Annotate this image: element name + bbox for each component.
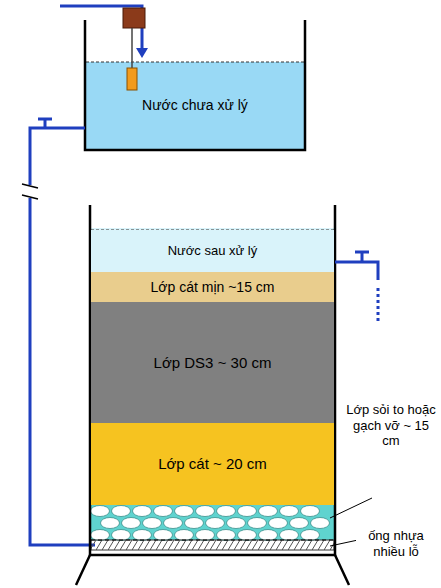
- pipe-label: ống nhựa nhiều lỗ: [356, 528, 436, 559]
- gravel-layer-label: Lớp sỏi to hoặc gạch vỡ ~ 15 cm: [343, 402, 439, 449]
- layer-label: Nước chưa xử lý: [142, 97, 248, 113]
- ds3-layer: Lớp DS3 ~ 30 cm: [91, 302, 334, 423]
- layer-label: Nước sau xử lý: [168, 244, 258, 259]
- fine-sand-layer: Lớp cát mịn ~15 cm: [91, 272, 334, 302]
- raw-water-tank: Nước chưa xử lý: [86, 62, 304, 149]
- layer-label: Lớp DS3 ~ 30 cm: [154, 354, 272, 371]
- layer-label: Lớp cát mịn ~15 cm: [151, 279, 275, 295]
- layer-label: Lớp cát ~ 20 cm: [158, 455, 267, 472]
- sand-layer: Lớp cát ~ 20 cm: [91, 423, 334, 505]
- treated-water-band: Nước sau xử lý: [91, 230, 334, 272]
